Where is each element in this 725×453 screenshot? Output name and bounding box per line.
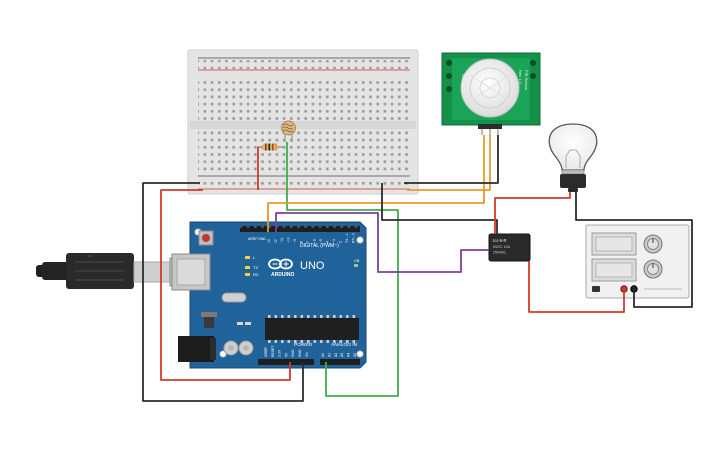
analog-pin-label-1: A1 [327,353,331,357]
digital-pin-label-0: 13 [267,239,271,243]
digital-header-label: DIGITAL (PWM~) [300,243,339,249]
breadboard[interactable] [187,49,419,195]
resistor[interactable] [257,143,283,151]
digital-pin-label-10: ~3 [332,239,336,243]
photoresistor[interactable] [281,120,296,142]
led-tx-label: TX [253,265,258,270]
analog-pin-label-5: A5 [353,353,357,357]
digital-pin-label-8: ~5 [319,239,323,243]
analog-pin-label-2: A2 [334,353,338,357]
arduino-brand-label: ARDUINO [271,272,294,278]
arduino-infinity-logo [268,258,293,270]
power-pin-label-3: 5V [284,352,288,357]
analog-header-label: ANALOG IN [331,342,358,348]
power-pin-label-6: Vin [305,352,309,357]
power-supply[interactable] [585,224,690,299]
wire-green-a0 [286,142,399,397]
light-bulb[interactable] [548,123,598,192]
wire-black-pir [404,135,499,184]
analog-pin-label-0: A0 [321,353,325,357]
analog-pin-label-3: A3 [340,353,344,357]
wire-purple-control [275,212,489,273]
led-rx-label: RX [253,272,259,277]
power-pin-label-4: GND [291,349,295,357]
digital-pin-label-3: ~10 [287,237,291,243]
digital-pin-label-5: 8 [300,241,304,243]
digital-pin-label-7: ~6 [313,239,317,243]
aref-label: AREF [248,237,258,241]
gnd-top-label: GND [258,237,266,241]
pir-sensor[interactable]: HC-SR501 PIR Sensor Rev 1.0 [441,52,541,135]
arduino-model-label: UNO [300,260,325,272]
power-pin-label-5: GND [298,349,302,357]
digital-pin-label-6: 7 [306,241,310,243]
relay-label-1: LU-5-R [493,238,507,243]
pir-side-label-right: PIR Sensor [524,70,529,91]
wire-red-5v [160,189,291,381]
relay-label-3: 250VAC [493,251,507,255]
wire-red-psu [528,261,625,313]
pir-side-label-left: HC-SR501 [461,73,466,95]
wire-black-gnd [142,182,304,402]
digital-pin-label-12: TX→1 [345,233,349,243]
power-header-label: POWER [294,342,313,348]
digital-pin-label-2: ~11 [280,237,284,243]
digital-pin-label-4: ~9 [293,239,297,243]
power-pin-label-0: IOREF [264,347,268,357]
wire-orange-power [407,135,491,191]
relay-label-2: 5VDC 10A [493,245,511,249]
digital-pin-label-13: RX←0 [352,233,356,243]
pir-side-label-rev: Rev 1.0 [518,70,523,85]
wire-orange-signal [267,135,485,232]
power-pin-label-2: 3.3V [278,349,282,357]
led-l-label: L [253,255,256,260]
on-led-label: ON [354,259,360,263]
digital-pin-label-11: 2 [339,241,343,243]
wire-red-bulb [494,192,571,234]
wire-black-relay [381,183,498,234]
wire-black-psu [575,192,693,308]
digital-pin-label-9: 4 [326,241,330,243]
wires[interactable] [142,135,693,402]
analog-pin-label-4: A4 [347,353,351,357]
power-pin-label-1: RESET [271,346,275,357]
relay[interactable]: LU-5-R 5VDC 10A 250VAC [488,233,531,262]
digital-pin-label-1: 12 [274,239,278,243]
